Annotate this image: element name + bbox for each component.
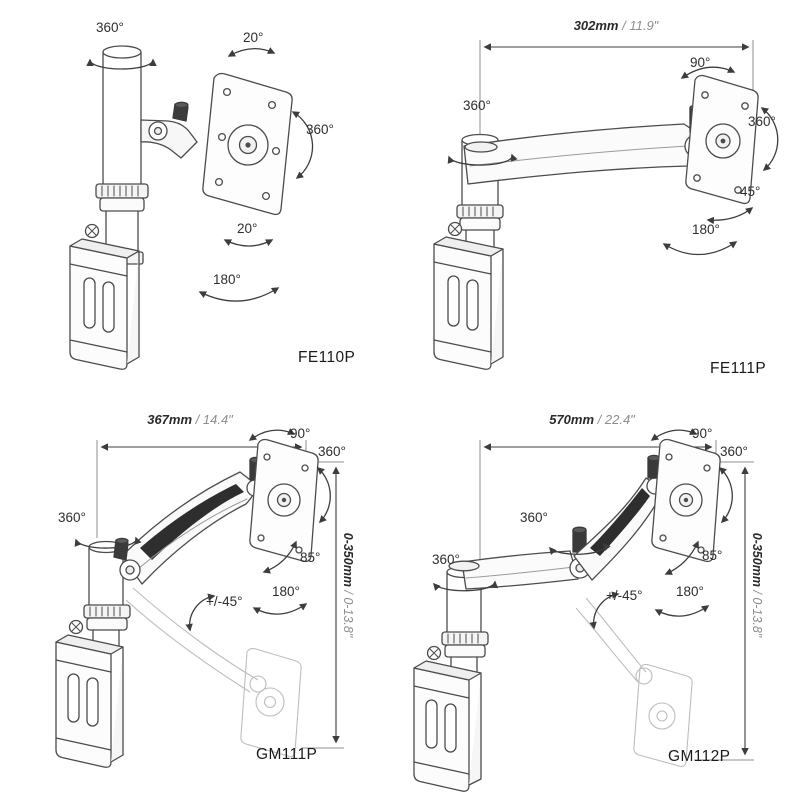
wall-bracket <box>413 645 482 792</box>
fe110p-model-label: FE110P <box>298 349 356 366</box>
vesa-plate <box>202 72 293 216</box>
fe110p-tilt-down-angle: 20° <box>237 221 258 236</box>
wall-bracket <box>55 619 124 768</box>
fe110p-pan-angle: 180° <box>213 272 241 287</box>
panel-gm111p: 367mm / 14.4" 0-350mm / 0-13.8" 90° 360°… <box>0 400 400 800</box>
gm112p-arm-pivot-angle: +/-45° <box>606 588 643 603</box>
gm111p-arm-pivot-angle: +/-45° <box>206 594 243 609</box>
tilt-down-arrow <box>706 207 754 225</box>
fe110p-pole-swivel-angle: 360° <box>96 20 124 35</box>
tilt-down-arrow <box>262 540 297 574</box>
dimension-imperial: / 14.4" <box>195 412 233 427</box>
gm112p-tilt-down-angle: 85° <box>702 548 723 563</box>
wall-bracket <box>433 221 504 370</box>
fe111p-pole-swivel-angle: 360° <box>463 98 491 113</box>
arm-pivot-arrow <box>185 593 216 632</box>
tilt-up-arrow <box>227 47 276 57</box>
tilt-down-arrow <box>664 540 699 575</box>
fe111p-pan-angle: 180° <box>692 222 720 237</box>
ghost-lowered-arm <box>125 587 302 758</box>
vesa-plate <box>249 438 319 563</box>
height-collar <box>456 204 504 249</box>
plate-rotation-arrow <box>760 107 779 171</box>
fe111p-drawing <box>433 40 779 370</box>
horizontal-dimension <box>479 40 754 136</box>
dimension-metric: 0-350mm <box>341 532 355 587</box>
fe110p-plate-rotation-angle: 360° <box>306 122 334 137</box>
arm-pivot-arrow <box>589 591 620 630</box>
gm112p-vertical-dimension: 0-350mm / 0-13.8" <box>750 533 764 638</box>
tilt-up-arrow <box>248 428 296 441</box>
gm112p-tilt-up-angle: 90° <box>692 426 713 441</box>
vesa-plate <box>685 74 759 205</box>
fe110p-tilt-up-angle: 20° <box>243 30 264 45</box>
tilt-hinge <box>140 101 198 159</box>
pan-arrow <box>654 605 710 617</box>
pole-swivel-arrow <box>432 580 499 592</box>
gm112p-model-label: GM112P <box>668 748 731 765</box>
pole <box>102 45 142 185</box>
gm112p-pole-swivel-angle: 360° <box>432 552 460 567</box>
panel-fe111p: 302mm / 11.9" 90° 360° 360° 45° 180° FE1… <box>400 0 800 400</box>
dimension-metric: 0-350mm <box>750 532 764 587</box>
fe111p-tilt-up-angle: 90° <box>690 55 711 70</box>
gm111p-tilt-up-angle: 90° <box>290 426 311 441</box>
gm111p-vertical-dimension: 0-350mm / 0-13.8" <box>341 533 355 638</box>
gm111p-pan-angle: 180° <box>272 584 300 599</box>
height-collar <box>441 631 489 673</box>
pan-arrow <box>662 241 738 256</box>
tilt-down-arrow <box>223 239 274 247</box>
swing-arm <box>463 104 708 185</box>
dimension-imperial: / 0-13.8" <box>341 590 355 638</box>
tilt-up-arrow <box>680 66 736 79</box>
gm111p-model-label: GM111P <box>256 746 318 763</box>
tilt-up-arrow <box>650 428 698 441</box>
fe111p-model-label: FE111P <box>710 360 767 377</box>
pan-arrow <box>198 287 280 302</box>
gm112p-elbow-swivel-angle: 360° <box>520 510 548 525</box>
gm112p-drawing <box>413 428 754 792</box>
dimension-imperial: / 0-13.8" <box>750 590 764 638</box>
dimension-metric: 367mm <box>147 412 193 427</box>
dimension-metric: 302mm <box>573 18 619 33</box>
fe111p-horizontal-dimension: 302mm / 11.9" <box>574 18 659 33</box>
gm111p-horizontal-dimension: 367mm / 14.4" <box>147 412 233 427</box>
fe111p-plate-rotation-angle: 360° <box>748 114 776 129</box>
panel-fe110p: 360° 20° 360° 20° 180° FE110P <box>0 0 400 400</box>
gm112p-horizontal-dimension: 570mm / 22.4" <box>549 412 635 427</box>
height-collar <box>83 604 131 647</box>
pole-swivel-arrow <box>74 536 142 549</box>
fe110p-drawing <box>69 45 314 370</box>
gm111p-drawing <box>55 428 344 768</box>
dimension-imperial: / 11.9" <box>622 18 659 33</box>
fe111p-tilt-down-angle: 45° <box>740 184 761 199</box>
gm111p-pole-swivel-angle: 360° <box>58 510 86 525</box>
gm112p-plate-rotation-angle: 360° <box>720 444 748 459</box>
plate-rotation-arrow <box>316 466 331 524</box>
pan-arrow <box>252 603 308 615</box>
plate-rotation-arrow <box>291 111 314 179</box>
pole-swivel-arrow <box>447 153 518 166</box>
dimension-imperial: / 22.4" <box>597 412 635 427</box>
dimension-metric: 570mm <box>549 412 595 427</box>
wall-bracket <box>69 223 140 370</box>
plate-rotation-arrow <box>718 466 733 524</box>
pole-swivel-arrow <box>86 58 157 70</box>
gm111p-plate-rotation-angle: 360° <box>318 444 346 459</box>
panel-gm112p: 570mm / 22.4" 0-350mm / 0-13.8" 90° 360°… <box>400 400 800 800</box>
gm111p-tilt-down-angle: 85° <box>300 550 321 565</box>
link-arm <box>448 550 579 590</box>
gm112p-pan-angle: 180° <box>676 584 704 599</box>
vesa-plate <box>651 438 721 563</box>
gas-spring-arm <box>113 471 259 585</box>
elbow-swivel-arrow <box>549 542 611 556</box>
